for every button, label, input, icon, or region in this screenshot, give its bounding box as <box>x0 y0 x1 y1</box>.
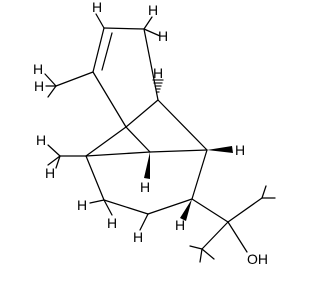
bond-ch-right <box>191 149 208 200</box>
label-h-ch2-a: H <box>77 197 87 213</box>
bond-ch2-ch2 <box>103 199 149 215</box>
label-h-ch2-d: H <box>175 217 185 233</box>
bond-double-inner <box>101 32 113 71</box>
label-h-bridge-top: H <box>153 65 163 81</box>
cyclopentene-ring <box>92 27 159 128</box>
bond-alkene-ch-ch2 <box>103 27 145 30</box>
bond-methyl-bottom-h2 <box>199 248 203 263</box>
label-h-right-wedge: H <box>235 142 245 158</box>
label-h-methyl-left-c: H <box>45 165 55 181</box>
label-h-methyl-left: H <box>36 132 46 148</box>
bond-ch-quaternary-c <box>191 198 229 223</box>
bond-left-methyl-h3 <box>55 155 61 169</box>
label-h-ring-top: H <box>33 61 43 77</box>
bond-ch2-h-right <box>143 28 161 37</box>
bond-quaternary-methyl-bottom <box>201 221 229 250</box>
bond-vinyl-methyl-h1 <box>44 73 57 87</box>
wedge-bond-right-h <box>207 146 233 153</box>
label-h-methyl-top-b: H <box>34 78 44 94</box>
bond-alkene-h <box>95 13 105 29</box>
bond-double-outer <box>92 27 105 73</box>
label-h-alkene-right: H <box>148 2 158 18</box>
bond-quaternary-bridgehead <box>125 99 159 128</box>
bond-quaternary-center <box>125 126 151 153</box>
bond-center-methylc <box>85 151 151 157</box>
bond-left-methyl-h1 <box>47 144 61 157</box>
label-h-alkene-left: H <box>92 0 102 15</box>
bond-ch2-h-left <box>143 16 153 30</box>
bond-ch2b-h <box>139 213 149 231</box>
label-h-ch2-b: H <box>107 215 117 231</box>
molecule-structure: H H H H H H H H H H H H H H OH <box>33 0 276 267</box>
bond-vinyl-methyl-h3 <box>47 85 57 98</box>
bond-bridgehead-right <box>157 99 208 151</box>
bond-methylc-ch2 <box>85 155 105 201</box>
bond-methyl-bottom-h1 <box>189 245 203 250</box>
label-h-center: H <box>140 179 150 195</box>
bond-methyl-top-h1 <box>261 185 267 199</box>
bond-vinyl-methyl <box>55 71 94 87</box>
bond-quaternary-methyl-top <box>227 197 263 223</box>
bond-center-right <box>149 149 208 153</box>
label-h-methyl-top-a: H <box>158 28 168 44</box>
bond-methyl-bottom-h3 <box>201 248 215 260</box>
bond-quaternary-oh <box>227 221 248 253</box>
hashed-bond-bridgehead-h <box>152 79 164 93</box>
label-h-ch2-c: H <box>133 229 143 245</box>
bond-ch2-bridgehead <box>143 28 159 101</box>
wedge-bond-lower-h <box>180 199 192 221</box>
tricyclic-core <box>85 99 208 215</box>
label-hydroxyl: OH <box>247 251 268 267</box>
bond-ch2a-h2 <box>103 199 113 216</box>
bond-quaternary-methylc <box>85 126 127 157</box>
bond-ch2a-h <box>89 199 105 204</box>
bond-ch2-ch <box>147 198 193 215</box>
bond-alkene-quaternary <box>92 71 127 128</box>
wedge-bond-center-h <box>144 152 150 179</box>
bond-left-methyl-h2 <box>47 155 61 166</box>
